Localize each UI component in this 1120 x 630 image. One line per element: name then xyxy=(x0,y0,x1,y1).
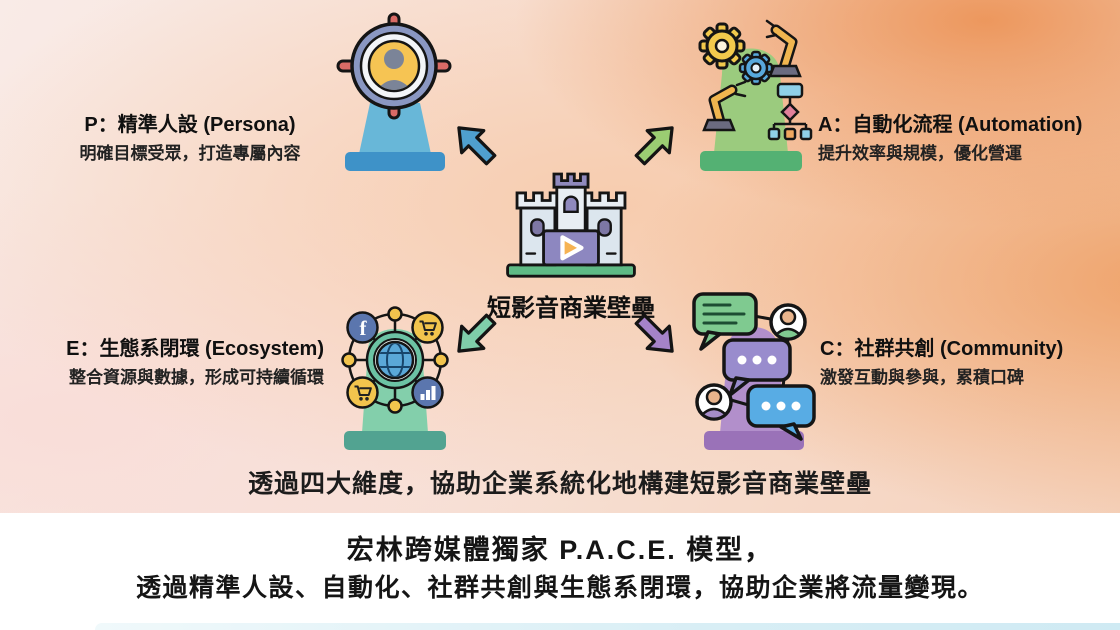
facebook-icon: f xyxy=(346,311,379,344)
persona-text-block: P：精準人設 (Persona) 明確目標受眾，打造專屬內容 xyxy=(58,112,322,166)
person-silhouette-icon xyxy=(374,49,414,90)
automation-title: A：自動化流程 (Automation) xyxy=(818,114,1083,136)
community-chat-icon xyxy=(692,292,816,450)
footer-line1: 宏林跨媒體獨家 P.A.C.E. 模型， xyxy=(346,535,774,565)
chat-bubble-icon xyxy=(746,384,816,441)
chat-bubble-icon xyxy=(722,338,792,397)
community-pedestal-base xyxy=(704,431,804,450)
play-icon xyxy=(560,235,584,261)
cart-icon xyxy=(411,311,444,344)
community-subtitle: 激發互動與參與，累積口碑 xyxy=(820,368,1024,387)
automation-subtitle: 提升效率與規模，優化營運 xyxy=(818,144,1022,163)
ecosystem-text-block: E：生態系閉環 (Ecosystem) 整合資源與數據，形成可持續循環 xyxy=(24,336,324,390)
persona-pedestal xyxy=(359,103,431,154)
robot-arm-icon xyxy=(765,19,802,78)
arrow-to-community-icon xyxy=(634,313,674,353)
network-node xyxy=(387,306,403,322)
target-icon xyxy=(336,12,452,120)
persona-title: P：精準人設 (Persona) xyxy=(84,114,296,136)
ecosystem-pedestal-base xyxy=(344,431,446,450)
arrow-to-automation-icon xyxy=(634,126,674,166)
network-node xyxy=(341,352,357,368)
flowchart-icon xyxy=(767,82,813,141)
ecosystem-subtitle: 整合資源與數據，形成可持續循環 xyxy=(69,368,324,387)
community-text-block: C：社群共創 (Community) 激發互動與參與，累積口碑 xyxy=(820,336,1110,390)
community-title: C：社群共創 (Community) xyxy=(820,338,1064,360)
automation-pedestal-base xyxy=(700,151,802,171)
center-label: 短影音商業壁壘 xyxy=(487,295,655,322)
automation-text-block: A：自動化流程 (Automation) 提升效率與規模，優化營運 xyxy=(818,112,1108,166)
persona-target-icon xyxy=(336,12,452,171)
globe-icon xyxy=(375,340,415,380)
network-node xyxy=(433,352,449,368)
bottom-accent-strip xyxy=(95,623,1120,630)
svg-text:f: f xyxy=(360,316,368,340)
automation-gears-robot-icon xyxy=(698,19,813,171)
ecosystem-title: E：生態系閉環 (Ecosystem) xyxy=(66,338,324,360)
robot-arm-icon xyxy=(702,80,747,132)
bar-chart-icon xyxy=(411,376,444,409)
user-avatar-icon xyxy=(769,303,807,341)
footer-line2: 透過精準人設、自動化、社群共創與生態系閉環，協助企業將流量變現。 xyxy=(135,574,984,602)
persona-subtitle: 明確目標受眾，打造專屬內容 xyxy=(79,144,301,163)
user-avatar-icon xyxy=(695,383,733,421)
ecosystem-network-icon: f xyxy=(341,306,449,450)
network-node xyxy=(387,398,403,414)
arrow-to-ecosystem-icon xyxy=(457,313,497,353)
persona-pedestal-base xyxy=(345,152,445,171)
chat-bubble-icon xyxy=(692,292,758,351)
gear-icon xyxy=(698,22,746,70)
arrow-to-persona-icon xyxy=(457,126,497,166)
castle-play-icon xyxy=(506,172,636,278)
gear-icon xyxy=(738,50,774,86)
caption-text: 透過四大維度，協助企業系統化地構建短影音商業壁壘 xyxy=(247,470,872,498)
cart-icon xyxy=(346,376,379,409)
